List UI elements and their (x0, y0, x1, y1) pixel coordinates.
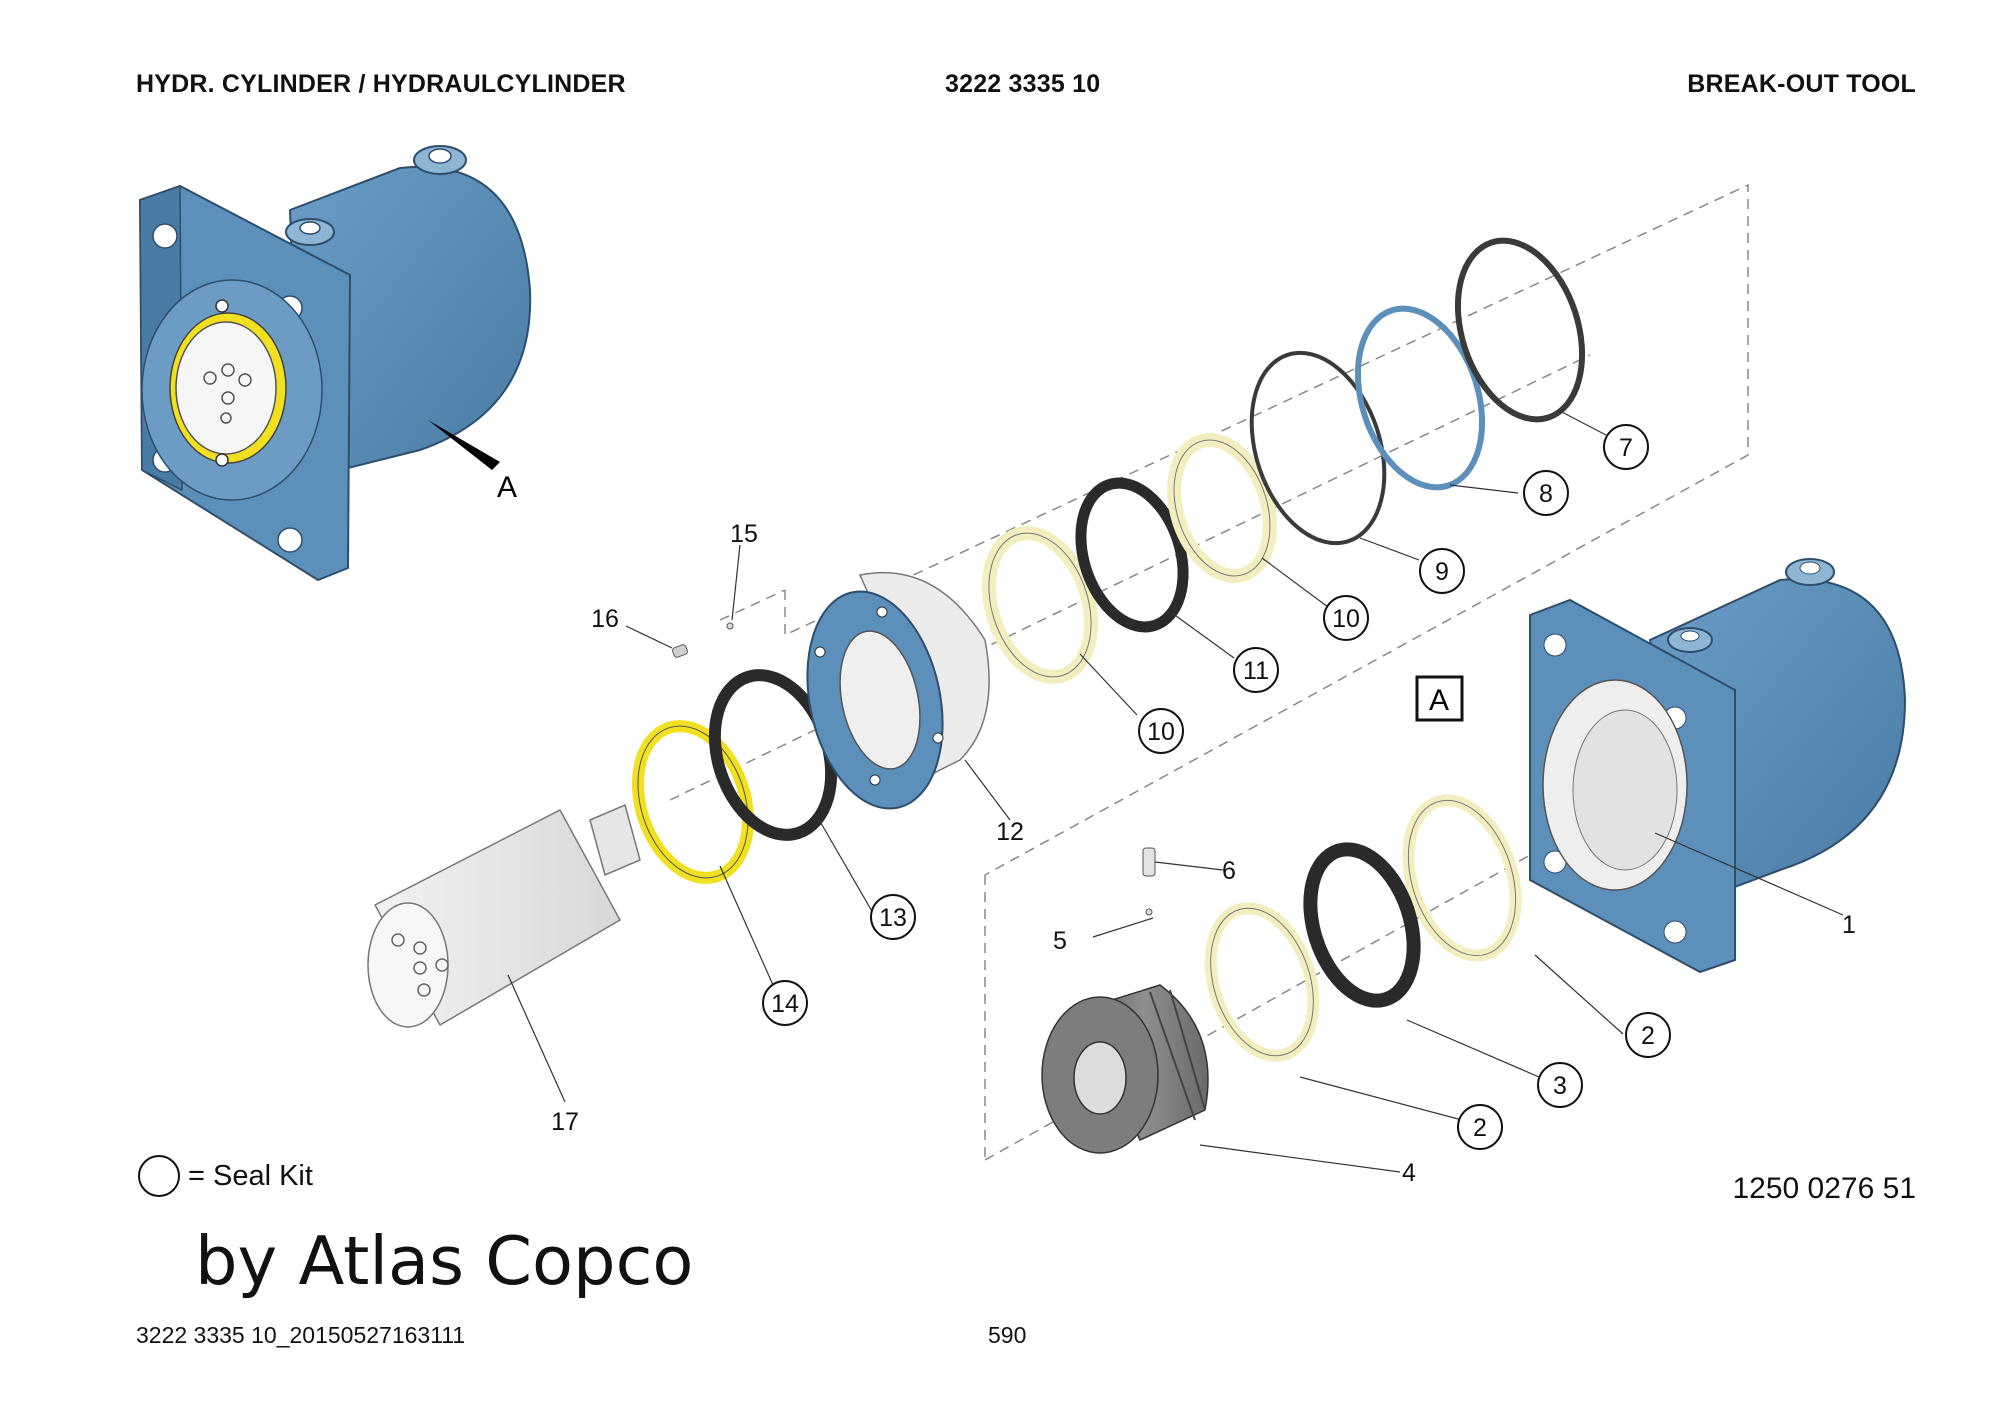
callout-15: 15 (730, 520, 758, 548)
part-14-seal-ring (631, 720, 755, 884)
callout-labels: 7 8 9 10 11 10 13 14 2 3 2 1 4 5 6 12 17… (551, 434, 1856, 1187)
part-16-pin (672, 644, 688, 658)
part-12-cylinder-head (806, 571, 990, 810)
callout-1: 1 (1842, 911, 1856, 939)
brand-text: by Atlas Copco (195, 1222, 694, 1300)
footer-file-id: 3222 3335 10_20150527163111 (136, 1322, 466, 1348)
callout-11: 11 (1243, 657, 1269, 685)
part-10-wear-ring-upper (1167, 432, 1277, 584)
callout-9: 9 (1435, 558, 1449, 586)
callout-4: 4 (1402, 1159, 1416, 1187)
assembled-cylinder-view (138, 145, 532, 582)
part-3-seal-ring (1303, 842, 1421, 1008)
view-marker-a: A (497, 471, 517, 504)
part-7-o-ring (1454, 237, 1586, 423)
callout-14: 14 (771, 990, 799, 1018)
callout-13: 13 (879, 904, 907, 932)
leader-lines (507, 409, 1844, 1173)
part-4-piston (1041, 984, 1209, 1154)
document-number: 1250 0276 51 (1732, 1172, 1916, 1205)
part-10-wear-ring-lower (981, 526, 1099, 684)
callout-2-right: 2 (1641, 1022, 1655, 1050)
callout-7: 7 (1619, 434, 1633, 462)
part-1-cylinder-body (1529, 558, 1907, 974)
callout-10-upper: 10 (1332, 605, 1360, 633)
callout-5: 5 (1053, 927, 1067, 955)
callout-6: 6 (1222, 857, 1236, 885)
header-right-title: BREAK-OUT TOOL (1687, 70, 1916, 98)
part-5-ball (1145, 908, 1153, 916)
header-left-title: HYDR. CYLINDER / HYDRAULCYLINDER (136, 70, 626, 98)
callout-12: 12 (996, 818, 1024, 846)
part-11-seal-ring (1075, 477, 1189, 633)
callout-circles (762, 424, 1671, 1150)
callout-17: 17 (551, 1108, 579, 1136)
seal-kit-legend: = Seal Kit (138, 1155, 313, 1197)
callout-8: 8 (1539, 480, 1553, 508)
footer-page-number: 590 (988, 1322, 1027, 1348)
callout-3: 3 (1553, 1072, 1567, 1100)
callout-2-left: 2 (1473, 1114, 1487, 1142)
part-15-ball (726, 622, 734, 630)
view-box-a-label: A (1429, 684, 1449, 717)
callout-16: 16 (591, 605, 619, 633)
seal-kit-legend-text: = Seal Kit (188, 1159, 313, 1192)
seal-kit-circle-icon (138, 1155, 180, 1197)
part-8-backup-ring (1354, 305, 1486, 491)
part-9-o-ring (1249, 350, 1387, 546)
header-part-number: 3222 3335 10 (945, 70, 1101, 98)
view-box-a (1415, 675, 1464, 722)
part-6-plug (1142, 847, 1156, 877)
callout-10-lower: 10 (1147, 718, 1175, 746)
part-17-piston-rod (367, 803, 641, 1028)
